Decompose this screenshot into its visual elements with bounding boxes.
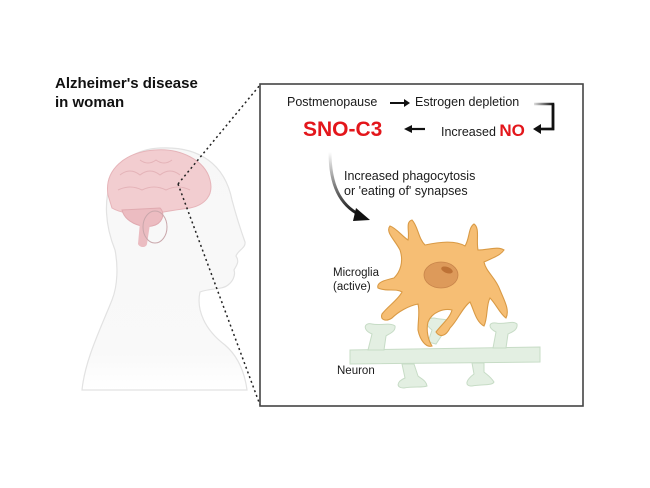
- title-line-2: in woman: [55, 94, 125, 111]
- figure-title: Alzheimer's disease in woman: [55, 74, 198, 112]
- brain-icon: [107, 149, 212, 247]
- phagocytosis-line-1: Increased phagocytosis: [344, 169, 476, 183]
- arrow-left-icon: [404, 125, 425, 133]
- phagocytosis-line-2: or 'eating of' synapses: [344, 184, 468, 198]
- zoom-callout-lines: [177, 84, 261, 406]
- arrow-right-icon: [390, 99, 410, 107]
- label-postmenopause: Postmenopause: [287, 95, 378, 109]
- label-increased-no: Increased NO: [441, 121, 525, 141]
- microglia-line-2: (active): [333, 281, 371, 293]
- increased-no-prefix: Increased: [441, 125, 500, 139]
- microglia-line-1: Microglia: [333, 267, 380, 279]
- no-highlight: NO: [499, 121, 525, 140]
- label-neuron: Neuron: [337, 365, 375, 377]
- label-sno-c3: SNO-C3: [303, 118, 383, 141]
- detail-panel: [259, 83, 584, 407]
- microglia-icon: [377, 219, 508, 347]
- arrow-elbow-icon: [533, 102, 555, 134]
- label-microglia: Microglia (active): [333, 266, 379, 294]
- label-estrogen-depletion: Estrogen depletion: [415, 95, 520, 109]
- title-line-1: Alzheimer's disease: [55, 75, 198, 92]
- label-phagocytosis: Increased phagocytosis or 'eating of' sy…: [344, 169, 475, 199]
- arrow-curved-icon: [328, 151, 370, 221]
